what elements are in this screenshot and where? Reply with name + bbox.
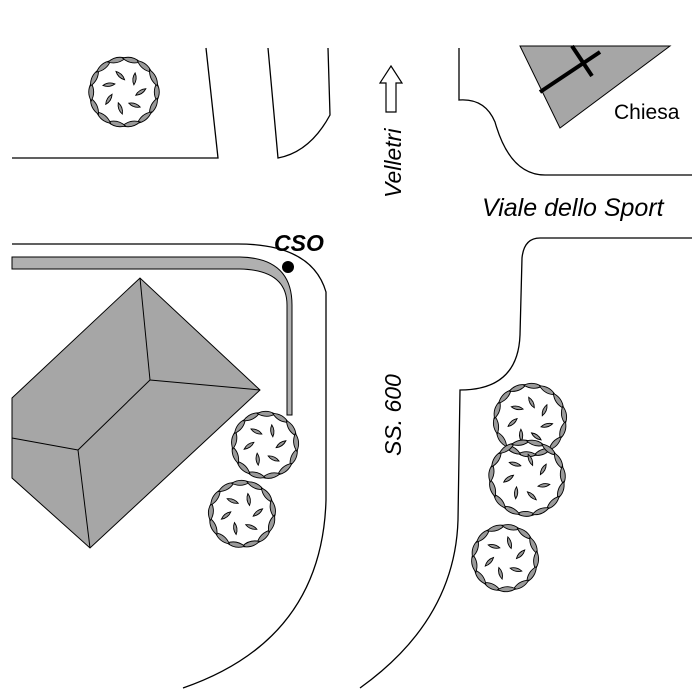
leaf-mark: [557, 480, 565, 500]
tree-icon: [471, 524, 540, 593]
leaf-mark: [486, 524, 506, 532]
leaf-mark: [529, 536, 538, 555]
leaf-mark: [132, 72, 137, 86]
leaf-mark: [528, 396, 535, 409]
building-left: [11, 277, 261, 549]
leaf-mark: [527, 453, 534, 467]
leaf-mark: [134, 88, 147, 96]
leaf-mark: [255, 452, 260, 467]
tree-icon: [492, 382, 568, 458]
leaf-mark: [149, 68, 158, 87]
leaf-mark: [541, 403, 548, 417]
block-bottom-right-curb: [359, 237, 692, 689]
leaf-mark: [275, 440, 287, 449]
leaf-mark: [293, 432, 300, 453]
leaf-mark: [531, 507, 550, 516]
footpath: [11, 256, 293, 416]
leaf-mark: [501, 524, 521, 531]
leaf-mark: [508, 384, 527, 392]
leaf-mark: [107, 56, 127, 64]
leaf-mark: [496, 586, 517, 593]
leaf-mark: [498, 566, 503, 580]
leaf-mark: [220, 511, 232, 520]
leaf-mark: [540, 422, 554, 428]
leaf-mark: [209, 517, 218, 536]
leaf-mark: [244, 524, 258, 530]
leaf-mark: [493, 400, 501, 420]
cso-point: [282, 261, 294, 273]
leaf-mark: [115, 70, 126, 81]
leaf-mark: [537, 483, 551, 488]
leaf-mark: [502, 474, 515, 483]
leaf-mark: [267, 514, 276, 534]
leaf-mark: [525, 439, 546, 447]
leaf-mark: [267, 455, 280, 462]
leaf-mark: [471, 539, 479, 558]
leaf-mark: [560, 405, 568, 425]
leaf-mark: [233, 521, 238, 536]
leaf-mark: [102, 82, 116, 87]
leaf-mark: [515, 549, 526, 560]
left-block-curb: [12, 243, 327, 689]
leaf-mark: [261, 472, 282, 479]
tree-icon: [207, 479, 276, 548]
leaf-mark: [509, 567, 523, 572]
leaf-mark: [507, 536, 512, 550]
leaf-mark: [121, 56, 141, 64]
leaf-mark: [241, 540, 261, 548]
leaf-mark: [246, 471, 266, 479]
leaf-mark: [127, 102, 142, 108]
tree-icon: [488, 439, 566, 517]
leaf-mark: [526, 491, 537, 501]
velletri-label: Velletri: [380, 128, 406, 198]
leaf-mark: [252, 508, 264, 517]
leaf-mark: [107, 120, 127, 128]
leaf-mark: [539, 463, 547, 476]
leaf-mark: [226, 498, 240, 504]
leaf-mark: [519, 428, 524, 443]
leaf-mark: [230, 479, 251, 486]
leaf-mark: [226, 541, 246, 548]
leaf-mark: [269, 499, 276, 519]
leaf-mark: [507, 417, 518, 428]
side-street-curb: [267, 47, 331, 159]
leaf-mark: [231, 445, 240, 465]
leaf-mark: [484, 556, 495, 567]
leaf-mark: [487, 544, 501, 549]
leaf-mark: [514, 485, 519, 500]
leaf-mark: [270, 423, 275, 438]
church-block-curb: [458, 48, 692, 176]
leaf-mark: [121, 120, 141, 128]
viale-dello-sport-label: Viale dello Sport: [482, 194, 665, 222]
leaf-mark: [117, 101, 123, 115]
block-top-left-edge: [12, 47, 219, 159]
tree-icon: [231, 410, 300, 479]
leaf-mark: [559, 420, 567, 440]
cross-icon: [538, 44, 602, 94]
tree-icon: [88, 56, 160, 128]
leaf-mark: [105, 93, 113, 106]
leaf-mark: [510, 439, 531, 446]
church-building: [519, 45, 672, 129]
ss600-label: SS. 600: [380, 374, 406, 456]
leaf-mark: [510, 405, 525, 411]
leaf-mark: [559, 465, 566, 486]
leaf-mark: [492, 415, 500, 435]
arrow-up-icon: [378, 64, 404, 113]
leaf-mark: [246, 492, 251, 507]
trees: [88, 56, 568, 593]
leaf-mark: [508, 461, 522, 467]
leaf-mark: [530, 432, 542, 441]
leaf-mark: [489, 478, 497, 498]
cso-label: CSO: [274, 230, 324, 256]
chiesa-label: Chiesa: [614, 101, 680, 124]
leaf-mark: [250, 428, 263, 435]
leaf-mark: [243, 441, 255, 450]
leaf-mark: [242, 412, 261, 422]
leaf-mark: [471, 553, 478, 574]
